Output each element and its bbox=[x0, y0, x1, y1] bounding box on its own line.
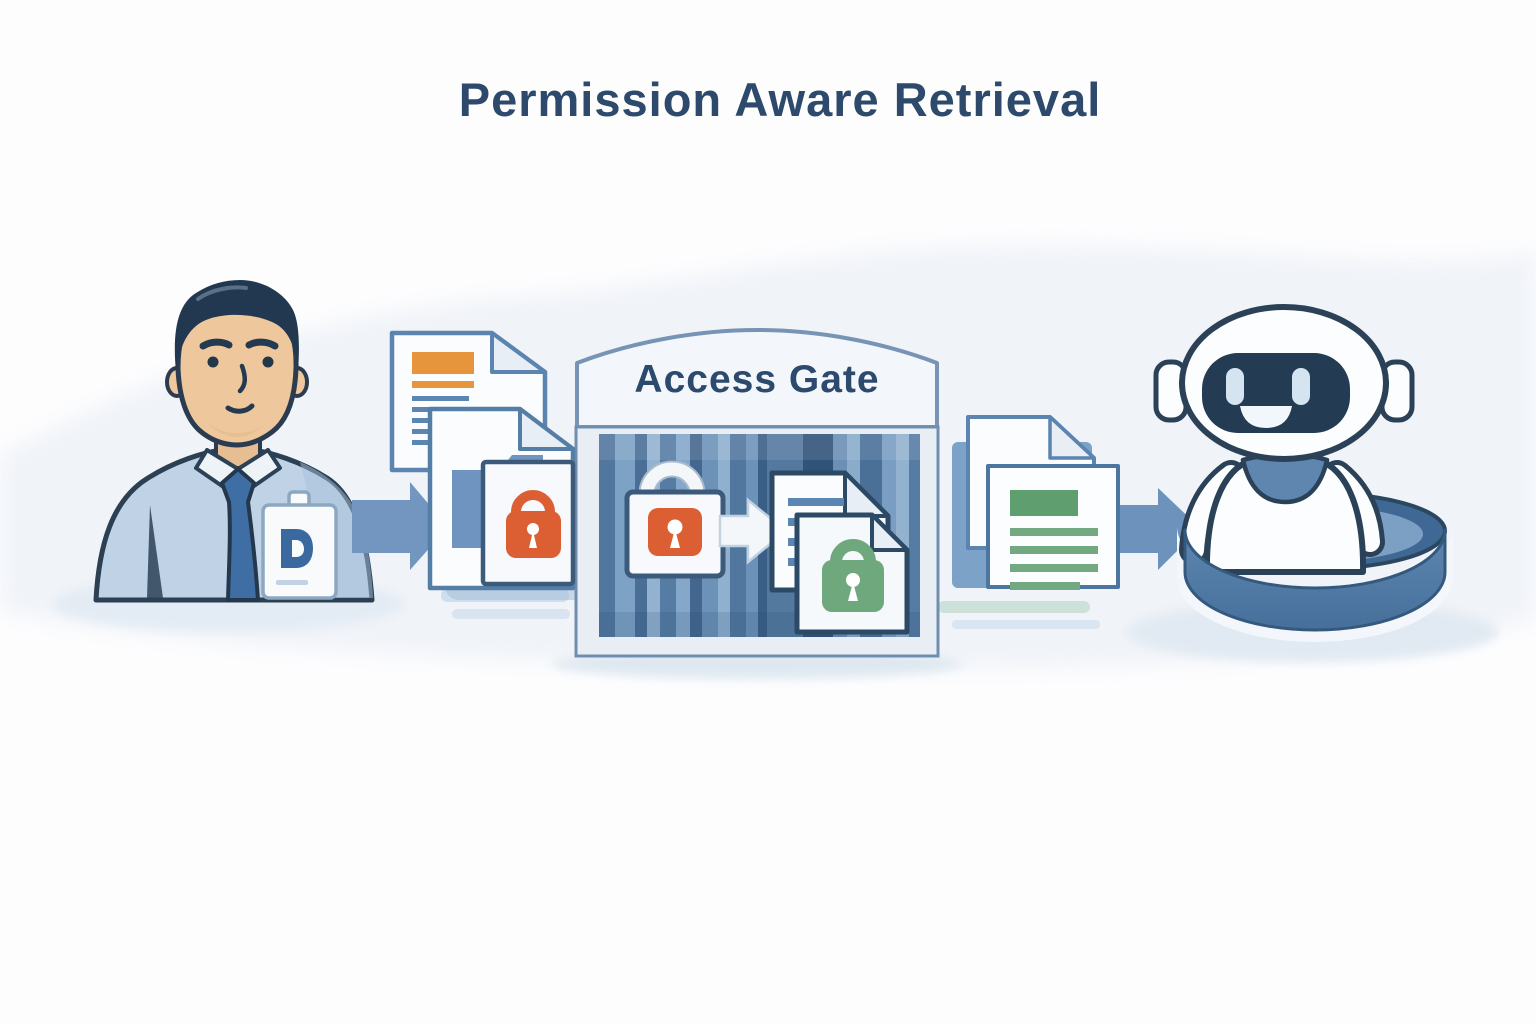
green-approved-document-icon bbox=[986, 464, 1120, 590]
person-tie bbox=[220, 467, 260, 602]
streak bbox=[952, 620, 1100, 629]
person-hair bbox=[174, 280, 299, 372]
robot-eye-right bbox=[1292, 368, 1310, 405]
flow-arrow-2 arrow-right-icon bbox=[1120, 488, 1200, 570]
streak bbox=[938, 601, 1090, 613]
gate-header bbox=[575, 328, 939, 429]
hair-shine bbox=[196, 285, 248, 301]
id-badge bbox=[261, 490, 338, 600]
robot-base-front bbox=[1183, 528, 1447, 632]
access-gate bbox=[574, 328, 940, 658]
flow-arrow-1 arrow-right-icon bbox=[352, 482, 448, 570]
gate-label: Access Gate bbox=[634, 358, 879, 401]
robot-eye-left bbox=[1226, 368, 1244, 405]
user-person bbox=[93, 280, 375, 603]
orange-padlock-icon bbox=[624, 460, 726, 579]
person-face bbox=[199, 338, 279, 414]
permitted-documents bbox=[952, 415, 1120, 590]
robot-head bbox=[1153, 304, 1415, 462]
filtered-documents bbox=[769, 470, 910, 635]
assistant-robot robot-icon bbox=[1153, 304, 1453, 642]
streak bbox=[452, 609, 570, 619]
documents-request-stack bbox=[389, 330, 576, 591]
orange-locked-card-icon bbox=[480, 459, 576, 587]
jaw-stubble bbox=[203, 418, 271, 437]
gate-arrow white-arrow-right-icon bbox=[718, 497, 788, 565]
arm-fold bbox=[147, 505, 163, 598]
badge-mark bbox=[281, 529, 313, 568]
robot-body bbox=[1179, 452, 1385, 575]
page-title: Permission Aware Retrieval bbox=[459, 73, 1102, 126]
green-padlock-document-icon bbox=[794, 512, 910, 635]
robot-smile bbox=[1240, 406, 1292, 428]
